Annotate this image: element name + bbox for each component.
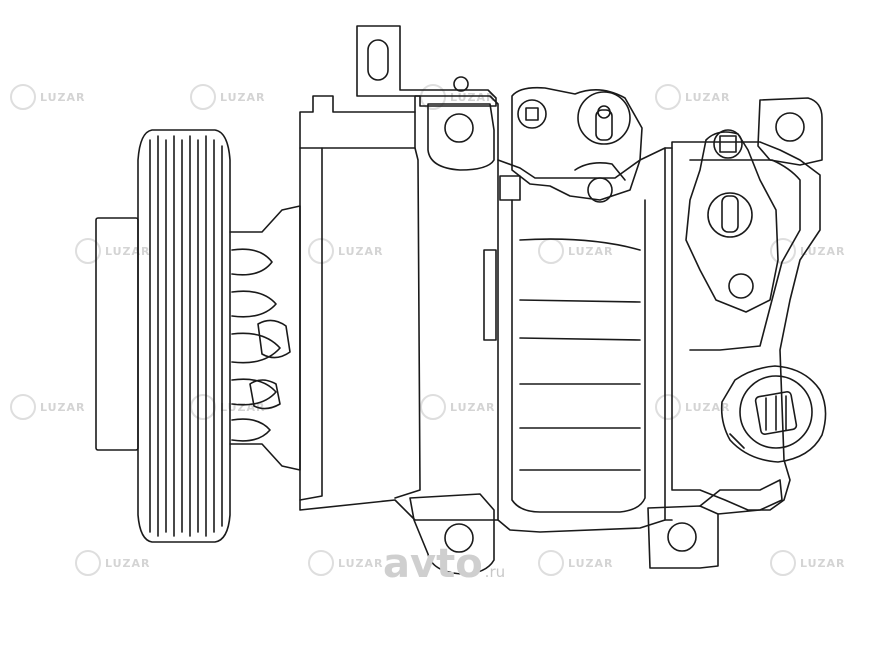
watermark-logo: LUZAR bbox=[420, 394, 496, 420]
watermark-ring-icon bbox=[308, 550, 334, 576]
watermark-text: LUZAR bbox=[450, 90, 496, 104]
discharge-port-assembly bbox=[685, 129, 779, 313]
watermark-text: LUZAR bbox=[568, 556, 614, 570]
watermark-logo: LUZAR bbox=[308, 550, 384, 576]
watermark-ring-icon bbox=[655, 84, 681, 110]
watermark-text: LUZAR bbox=[685, 90, 731, 104]
slot-hole bbox=[367, 39, 389, 81]
watermark-logo: LUZAR bbox=[308, 238, 384, 264]
mount-hole bbox=[444, 113, 474, 143]
watermark-text: LUZAR bbox=[40, 400, 86, 414]
watermark-text: LUZAR bbox=[568, 244, 614, 258]
discharge-nipple bbox=[721, 195, 739, 233]
mount-hole bbox=[444, 523, 474, 553]
watermark-text: LUZAR bbox=[105, 556, 151, 570]
discharge-outer-ring bbox=[707, 192, 753, 238]
discharge-bolt-head bbox=[713, 129, 743, 159]
electrical-connector bbox=[720, 365, 827, 463]
watermark-ring-icon bbox=[190, 84, 216, 110]
watermark-ring-icon bbox=[10, 84, 36, 110]
watermark-logo: LUZAR bbox=[770, 550, 846, 576]
site-logo-name: avto bbox=[383, 541, 483, 587]
watermark-ring-icon bbox=[538, 550, 564, 576]
site-logo: avto .ru bbox=[383, 541, 505, 587]
connector-plug bbox=[754, 390, 798, 436]
watermark-ring-icon bbox=[420, 84, 446, 110]
watermark-logo: LUZAR bbox=[190, 84, 266, 110]
main-housing bbox=[299, 95, 499, 521]
pulley-body bbox=[137, 129, 231, 543]
front-housing-fins bbox=[229, 205, 301, 471]
pulley-grooves bbox=[149, 135, 223, 537]
watermark-text: LUZAR bbox=[40, 90, 86, 104]
watermark-ring-icon bbox=[10, 394, 36, 420]
watermark-ring-icon bbox=[75, 238, 101, 264]
clutch-hub bbox=[95, 217, 139, 451]
mount-ear-top-right bbox=[757, 97, 823, 166]
pulley bbox=[95, 129, 231, 543]
watermark-logo: LUZAR bbox=[420, 84, 496, 110]
watermark-text: LUZAR bbox=[338, 556, 384, 570]
watermark-text: LUZAR bbox=[220, 90, 266, 104]
mount-ear-bottom-right bbox=[647, 479, 783, 569]
cylinder-section bbox=[483, 147, 673, 533]
discharge-lower-hole bbox=[728, 273, 754, 299]
mount-ear-bottom-center bbox=[409, 493, 495, 575]
watermark-ring-icon bbox=[190, 394, 216, 420]
watermark-ring-icon bbox=[75, 550, 101, 576]
watermark-text: LUZAR bbox=[338, 244, 384, 258]
connector-ring bbox=[739, 375, 813, 449]
mount-hole bbox=[667, 522, 697, 552]
watermark-logo: LUZAR bbox=[538, 550, 614, 576]
housing-front-edge bbox=[299, 147, 323, 501]
watermark-text: LUZAR bbox=[800, 244, 846, 258]
top-mount-bracket bbox=[356, 25, 497, 107]
side-boss bbox=[483, 249, 497, 341]
port-nipple bbox=[595, 109, 613, 141]
watermark-logo: LUZAR bbox=[770, 238, 846, 264]
watermark-ring-icon bbox=[308, 238, 334, 264]
watermark-logo: LUZAR bbox=[75, 550, 151, 576]
bolt-head bbox=[453, 76, 469, 92]
site-logo-tld: .ru bbox=[484, 563, 506, 581]
housing-inner-edge bbox=[321, 147, 421, 499]
watermark-logo: LUZAR bbox=[655, 394, 731, 420]
watermark-logo: LUZAR bbox=[10, 394, 86, 420]
port-lower-hole bbox=[587, 177, 613, 203]
port-bolt-head bbox=[517, 99, 547, 129]
watermark-logo: LUZAR bbox=[10, 84, 86, 110]
watermark-text: LUZAR bbox=[685, 400, 731, 414]
watermark-logo: LUZAR bbox=[655, 84, 731, 110]
watermark-ring-icon bbox=[770, 238, 796, 264]
service-port-assembly bbox=[511, 86, 643, 203]
mount-hole bbox=[775, 112, 805, 142]
watermark-ring-icon bbox=[770, 550, 796, 576]
watermark-ring-icon bbox=[655, 394, 681, 420]
watermark-ring-icon bbox=[420, 394, 446, 420]
watermark-text: LUZAR bbox=[800, 556, 846, 570]
rear-head bbox=[671, 141, 821, 511]
watermark-text: LUZAR bbox=[450, 400, 496, 414]
port-outer-ring bbox=[577, 91, 631, 145]
mount-ear-top-left bbox=[427, 103, 495, 171]
